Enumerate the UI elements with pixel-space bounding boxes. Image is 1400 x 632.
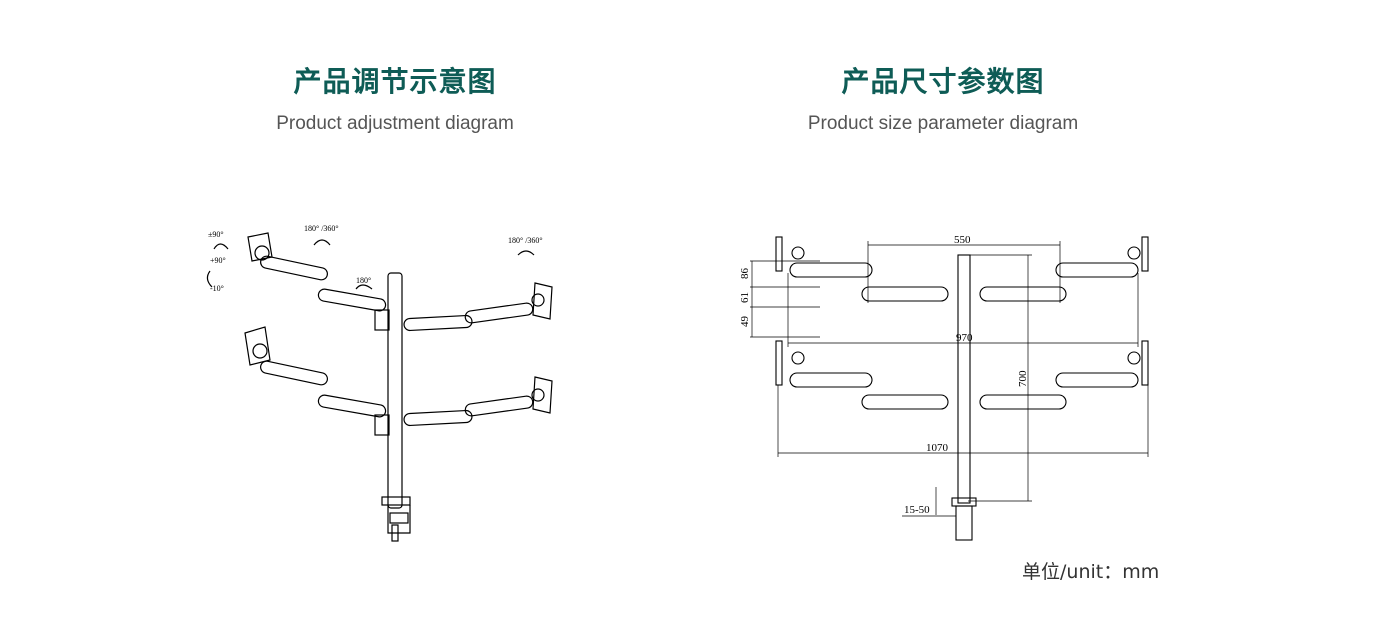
dim-v2: 61 [739, 292, 751, 303]
adjustment-title-en: Product adjustment diagram [276, 113, 514, 134]
clamp-screw [389, 512, 409, 524]
rotate-arrow-icon [313, 239, 331, 246]
rotate-right-label: 180° /360° [508, 236, 543, 245]
lower-left-monitor-plate [244, 326, 271, 366]
dim-height: 700 [1017, 370, 1029, 387]
size-pole [957, 254, 971, 504]
dimension-lines [750, 241, 1149, 517]
clamp-body [387, 505, 411, 534]
clamp-handle [391, 524, 399, 542]
rotate-top-label: 180° /360° [304, 224, 339, 233]
tilt-arrow-icon [213, 243, 229, 250]
tilt-arrow-icon-2 [206, 270, 213, 288]
upper-right-arm [403, 302, 534, 332]
dim-v1: 86 [739, 268, 751, 280]
lower-right-arm [403, 395, 534, 427]
tilt-down-label: -10° [210, 284, 224, 293]
dim-clamp: 15-50 [904, 504, 930, 516]
upper-right-monitor-plate [531, 282, 553, 320]
size-lower-right-arm [979, 372, 1139, 410]
size-monitor-plates [775, 236, 1149, 386]
adjustment-title-cn: 产品调节示意图 [293, 65, 497, 98]
size-clamp-top [951, 497, 977, 507]
tilt-label: ±90° [208, 230, 224, 239]
lower-left-arm [260, 360, 390, 436]
size-title-en: Product size parameter diagram [807, 113, 1079, 134]
unit-label: 单位/unit：mm [1022, 561, 1160, 583]
clamp-top [381, 496, 411, 506]
upper-left-arm [260, 255, 390, 331]
size-upper-right-arm [979, 262, 1139, 302]
pole [387, 272, 403, 509]
size-upper-left-arm [789, 262, 949, 302]
size-clamp-body [955, 505, 973, 541]
size-title-cn: 产品尺寸参数图 [841, 65, 1045, 98]
lower-right-monitor-plate [531, 376, 553, 414]
swivel-label: 180° [356, 276, 371, 285]
tilt-up-label: +90° [210, 256, 226, 265]
size-diagram: 550 970 1070 700 15-50 86 61 49 [739, 234, 1149, 541]
adjustment-diagram: ±90° +90° -10° 180° /360° 180° 180° /360… [206, 224, 553, 542]
rotate-right-arrow-icon [517, 250, 535, 256]
dim-v3: 49 [739, 316, 751, 328]
swivel-arrow-icon [355, 284, 373, 290]
dim-bottom-width: 1070 [926, 442, 949, 454]
dim-mid-width: 970 [956, 332, 973, 344]
size-lower-left-arm [789, 372, 949, 410]
dim-top-width: 550 [954, 234, 971, 246]
upper-left-monitor-plate [247, 232, 273, 262]
